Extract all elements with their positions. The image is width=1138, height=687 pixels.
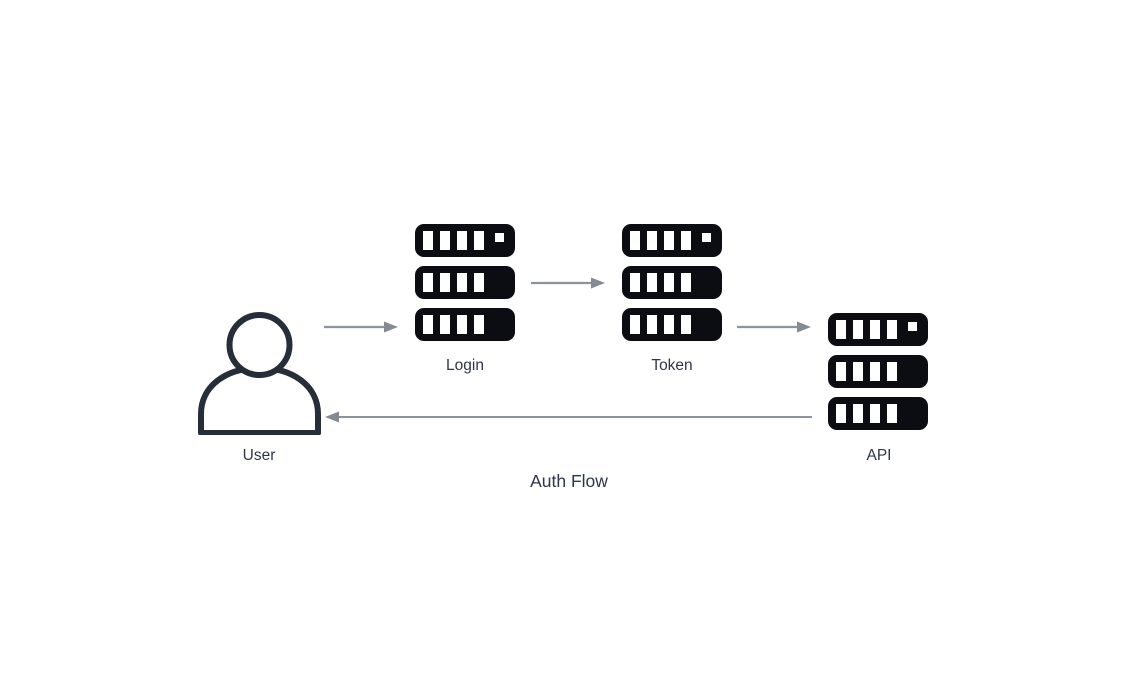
arrow-token-to-api (737, 317, 813, 337)
node-label-login: Login (446, 357, 484, 374)
node-token (622, 224, 722, 341)
node-api (828, 313, 928, 430)
arrow-login-to-token (531, 273, 607, 293)
node-label-api: API (866, 447, 892, 464)
arrow-right-icon (324, 321, 398, 333)
diagram-title: Auth Flow (530, 471, 608, 491)
arrow-api-to-user (324, 407, 812, 427)
node-label-token: Token (651, 357, 693, 374)
server-stack-icon (415, 224, 515, 341)
arrow-left-icon (325, 411, 812, 423)
server-stack-icon (622, 224, 722, 341)
arrow-user-to-login (324, 317, 400, 337)
node-login (415, 224, 515, 341)
arrow-right-icon (737, 321, 811, 333)
server-stack-icon (828, 313, 928, 430)
user-icon (198, 312, 321, 435)
node-user (196, 310, 323, 435)
node-label-user: User (242, 447, 276, 464)
arrow-right-icon (531, 277, 605, 289)
